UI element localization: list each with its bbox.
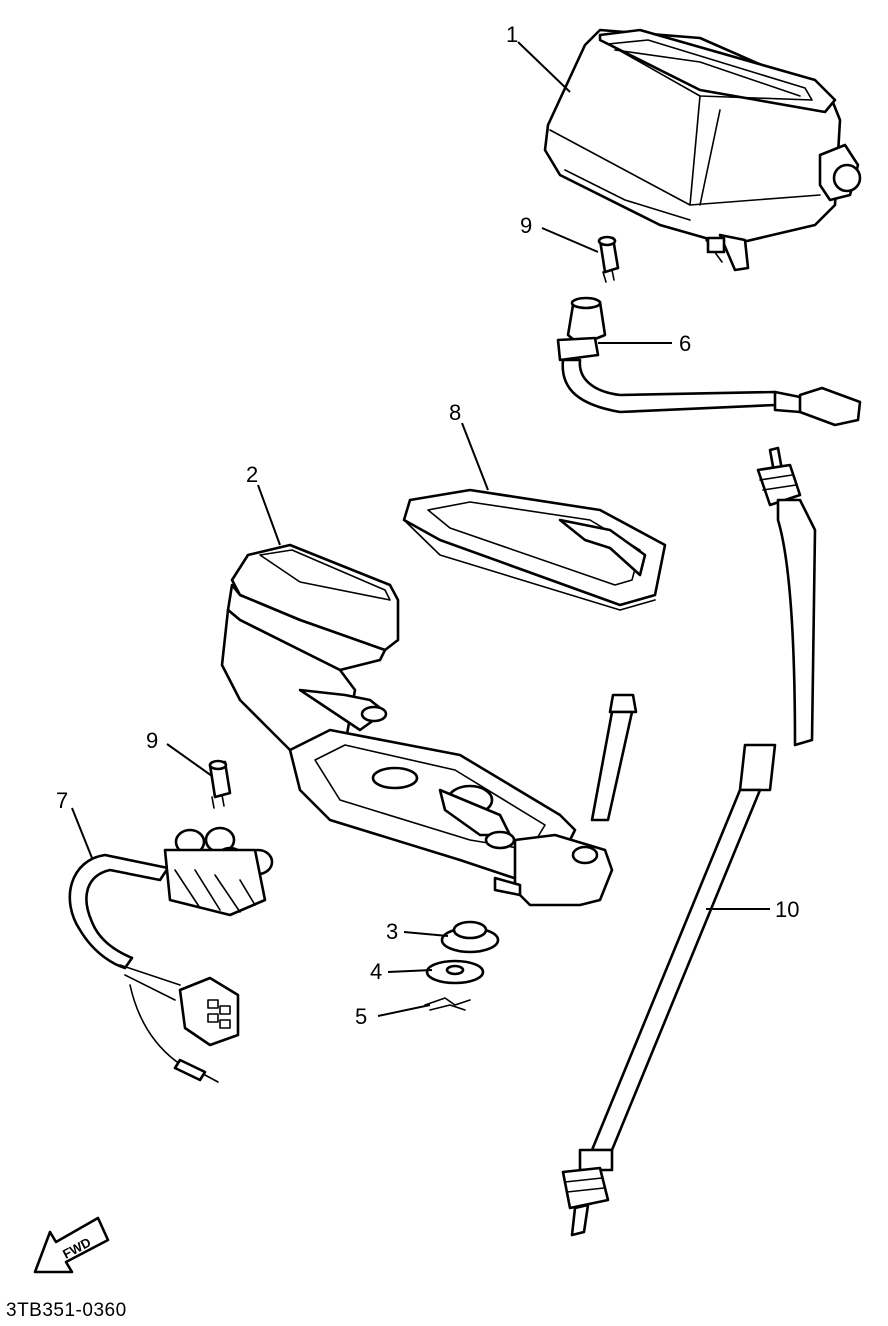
bulb-lower [208, 759, 232, 809]
callout-9-lower: 9 [146, 728, 158, 753]
gasket [402, 488, 667, 611]
diagram-code: 3TB351-0360 [6, 1300, 127, 1321]
meter-bracket-assembly [220, 543, 614, 907]
callout-5: 5 [355, 1004, 367, 1029]
callout-6: 6 [679, 331, 691, 356]
callout-numbers: 1 2 3 4 5 6 7 8 9 9 10 [56, 22, 799, 1029]
callout-7: 7 [56, 788, 68, 813]
callout-9-upper: 9 [520, 213, 532, 238]
bulb-upper [597, 235, 620, 283]
speedometer-assembly [543, 28, 862, 272]
leader-lines [71, 41, 770, 1017]
socket-cord-upper [556, 296, 862, 427]
speedometer-cable [561, 446, 817, 1237]
callout-8: 8 [449, 400, 461, 425]
mounting-bolt [590, 693, 638, 822]
washer [425, 959, 485, 985]
callout-3: 3 [386, 919, 398, 944]
callout-1: 1 [506, 22, 518, 47]
forward-arrow-icon: FWD [33, 1216, 110, 1274]
callout-10: 10 [775, 897, 799, 922]
clip [424, 997, 471, 1011]
callout-2: 2 [246, 462, 258, 487]
wire-harness [68, 826, 274, 1083]
grommet [440, 920, 500, 954]
callout-4: 4 [370, 959, 382, 984]
